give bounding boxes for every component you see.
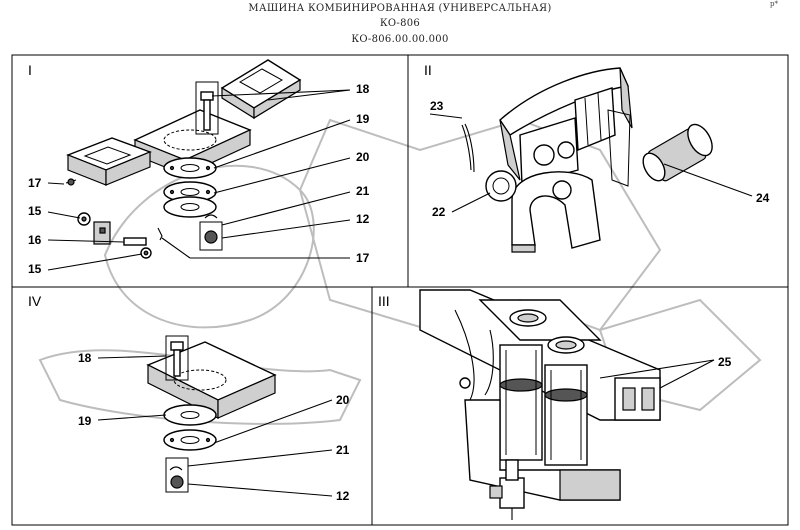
callout-23: 23 — [430, 99, 444, 113]
link-strap — [607, 109, 631, 187]
drawing-number: КО-806.00.00.000 — [351, 34, 449, 45]
hydraulic-hose — [454, 309, 494, 401]
callout-19: 19 — [356, 112, 370, 126]
cylinder-right — [544, 364, 588, 466]
bolt-18-iv — [165, 335, 189, 381]
callout-17-left: 17 — [28, 176, 42, 190]
callout-18: 18 — [356, 82, 370, 96]
outer-frame — [11, 54, 789, 526]
cotter-pin-17 — [157, 227, 163, 241]
bracket-plate-upper — [220, 59, 302, 120]
washer-22 — [485, 170, 517, 202]
callout-20-iv: 20 — [336, 393, 350, 407]
saddle-top — [499, 67, 633, 181]
callout-19-iv: 19 — [78, 414, 92, 428]
callout-21-iv: 21 — [336, 443, 350, 457]
callout-22: 22 — [432, 205, 446, 219]
panel-label-1: I — [28, 62, 32, 78]
corner-mark: p* — [770, 0, 778, 8]
model-name: КО-806 — [379, 18, 421, 29]
callout-18-iv: 18 — [78, 351, 92, 365]
bolt-18 — [195, 81, 219, 135]
housing — [464, 399, 621, 501]
upper-clevis — [519, 117, 579, 186]
pin-16 — [123, 237, 147, 246]
nut-12 — [199, 214, 223, 251]
diagram-title: МАШИНА КОМБИНИРОВАННАЯ (УНИВЕРСАЛЬНАЯ) — [248, 3, 552, 14]
flange-20b — [163, 196, 217, 218]
cylinder-left — [499, 344, 543, 461]
washer-15 — [77, 212, 91, 226]
clamp-block — [93, 221, 111, 245]
valve-block — [489, 459, 525, 520]
flange-19 — [163, 157, 217, 179]
flange-20-iv — [163, 429, 217, 451]
lower-clevis — [511, 171, 601, 253]
panel-1-assembly — [47, 59, 351, 271]
callout-21: 21 — [356, 184, 370, 198]
callout-25: 25 — [718, 355, 732, 369]
callout-12: 12 — [356, 212, 370, 226]
panel-label-4: IV — [28, 293, 42, 309]
callout-20: 20 — [356, 150, 370, 164]
panel-1-leaders — [47, 89, 351, 271]
callout-16: 16 — [28, 233, 42, 247]
washer-15b — [140, 247, 152, 259]
pin-17 — [65, 178, 77, 186]
callout-17-right: 17 — [356, 251, 370, 265]
callout-24: 24 — [756, 191, 770, 205]
bracket-plate-left — [66, 137, 152, 186]
callout-12-iv: 12 — [336, 489, 350, 503]
callout-15-upper: 15 — [28, 204, 42, 218]
panel-frames — [11, 54, 789, 526]
flange-20 — [163, 181, 217, 203]
panel-2-assembly — [429, 67, 753, 253]
panel-4-assembly — [97, 335, 333, 497]
flange-19-iv — [163, 404, 217, 426]
cotter-pin-23 — [461, 123, 475, 173]
pin-24 — [642, 123, 713, 182]
nut-12-iv — [165, 457, 189, 493]
panel-label-3: III — [378, 293, 390, 309]
panel-label-2: II — [424, 62, 432, 78]
callout-15-lower: 15 — [28, 262, 42, 276]
panel-3-assembly — [419, 289, 715, 520]
